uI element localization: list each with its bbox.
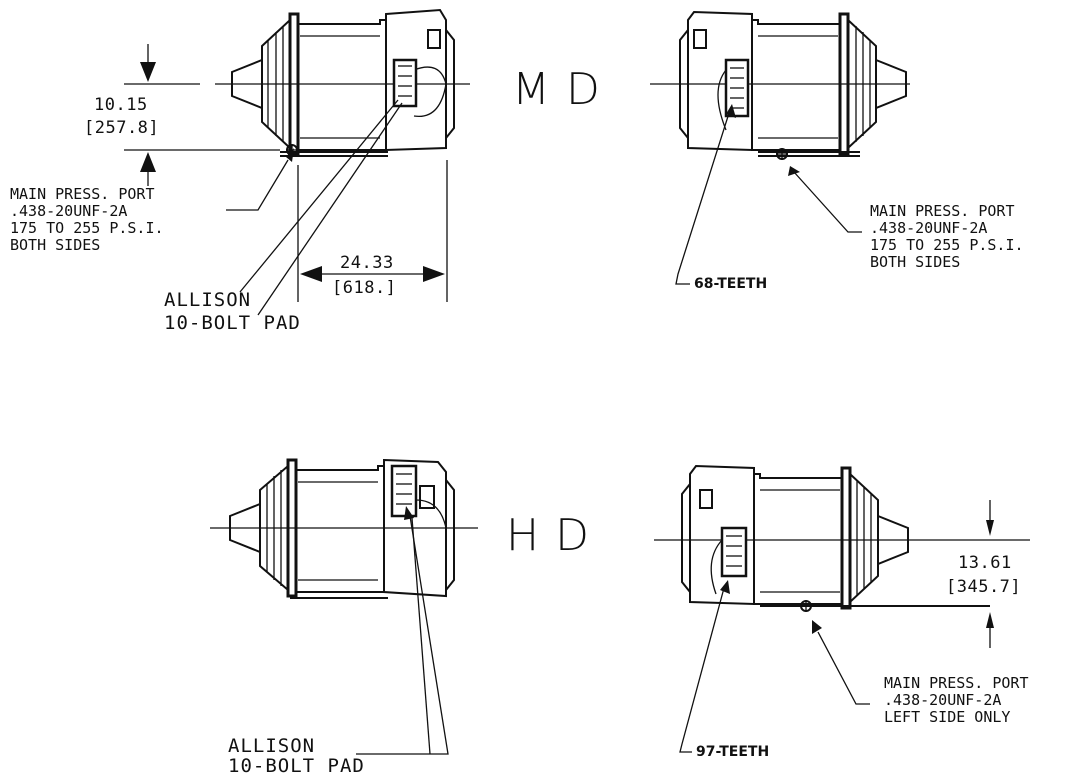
hd-left-pad-line1: ALLISON	[228, 735, 315, 757]
hd-right-view	[654, 464, 1030, 753]
md-right-port-line1: MAIN PRESS. PORT	[870, 202, 1015, 220]
md-right-teeth: 68-TEETH	[694, 276, 767, 292]
md-left-dim-length-mm: [618.]	[332, 278, 396, 298]
md-right-view	[650, 10, 910, 285]
md-right-port-line4: BOTH SIDES	[870, 253, 960, 271]
md-left-pad-line1: ALLISON	[164, 289, 251, 311]
md-right-port-line3: 175 TO 255 P.S.I.	[870, 236, 1024, 254]
md-left-dim-height-mm: [257.8]	[84, 118, 159, 138]
hd-right-dim-height-mm: [345.7]	[946, 577, 1021, 597]
hd-view-label: HD	[506, 510, 605, 561]
hd-right-port-line2: .438-20UNF-2A	[884, 691, 1001, 709]
md-left-port-line3: 175 TO 255 P.S.I.	[10, 219, 164, 237]
hd-left-view	[210, 458, 478, 755]
md-right-port-line2: .438-20UNF-2A	[870, 219, 987, 237]
md-left-pad-line2: 10-BOLT PAD	[164, 312, 301, 334]
md-left-port-line1: MAIN PRESS. PORT	[10, 185, 155, 203]
md-left-port-line4: BOTH SIDES	[10, 236, 100, 254]
hd-right-port-line3: LEFT SIDE ONLY	[884, 708, 1010, 726]
hd-right-teeth: 97-TEETH	[696, 744, 769, 760]
hd-right-dim-height: 13.61	[958, 553, 1012, 573]
hd-right-port-line1: MAIN PRESS. PORT	[884, 674, 1029, 692]
md-left-dim-height: 10.15	[94, 95, 148, 115]
md-left-port-line2: .438-20UNF-2A	[10, 202, 127, 220]
md-view-label: MD	[512, 64, 616, 115]
md-left-view	[124, 8, 470, 316]
hd-left-pad-line2: 10-BOLT PAD	[228, 755, 365, 775]
md-left-dim-length: 24.33	[340, 253, 394, 273]
